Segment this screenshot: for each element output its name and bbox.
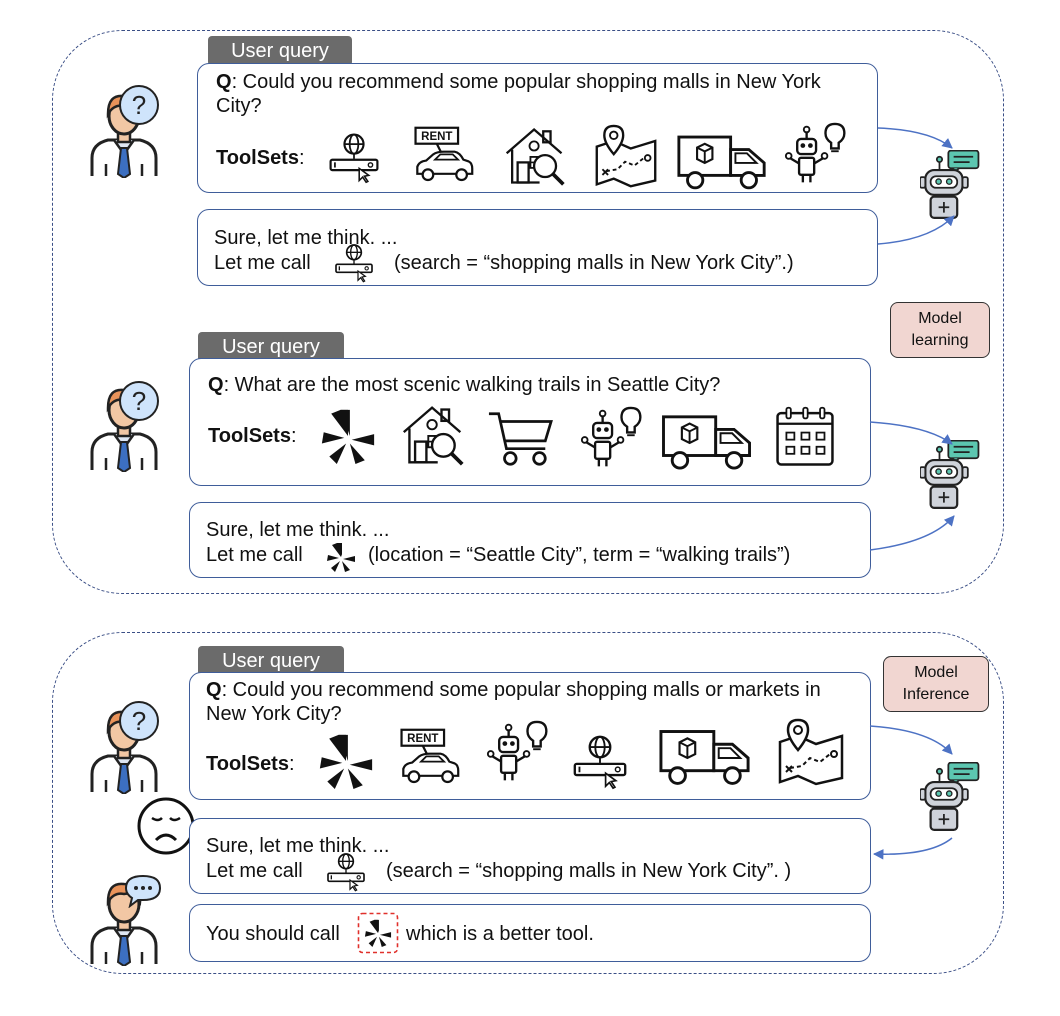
svg-text:?: ? [132, 90, 146, 120]
svg-text:?: ? [132, 386, 146, 416]
shopping-cart-icon [486, 404, 556, 472]
map-pin-icon [592, 124, 660, 190]
inference-panel [52, 632, 1004, 974]
web-search-icon [328, 132, 380, 184]
model-inference-badge: Model Inference [883, 656, 989, 712]
feedback-prefix: You should call [206, 923, 340, 945]
user-query-tag: User query [198, 646, 344, 676]
feedback-box [189, 904, 871, 962]
web-search-icon [334, 243, 374, 283]
query-label: Q [206, 679, 222, 701]
question-bubble-icon: ? [118, 84, 160, 126]
user-query-tag: User query [198, 332, 344, 362]
delivery-truck-icon [660, 412, 754, 470]
response-call: (search = “shopping malls in New York Ci… [386, 860, 792, 882]
model-learning-badge: Model learning [890, 302, 990, 358]
chat-bubble-icon [124, 874, 162, 908]
delivery-truck-icon [658, 726, 752, 786]
response-box [189, 502, 871, 578]
query-content: : What are the most scenic walking trail… [223, 374, 721, 396]
toolsets-colon: : [290, 425, 297, 447]
yelp-icon [318, 730, 374, 792]
query-label: Q [208, 374, 224, 396]
house-search-icon [400, 402, 466, 468]
toolsets-colon: : [298, 147, 305, 169]
response-prefix: Let me call [214, 252, 311, 274]
response-prefix: Let me call [206, 860, 303, 882]
web-search-icon [572, 734, 628, 790]
robot-idea-icon [580, 406, 646, 472]
query-content: : Could you recommend some popular shopp… [206, 679, 821, 725]
car-rental-icon [410, 126, 476, 188]
response-line1: Sure, let me think. ... [214, 227, 398, 249]
delivery-truck-icon [676, 132, 768, 190]
training-panel [52, 30, 1004, 594]
query-text: Q: Could you recommend some popular shop… [216, 70, 856, 118]
yelp-icon [320, 404, 376, 468]
car-rental-icon [396, 728, 462, 790]
svg-text:?: ? [132, 706, 146, 736]
user-query-tag: User query [208, 36, 352, 66]
response-box [197, 209, 878, 286]
yelp-icon [326, 540, 356, 574]
query-text: Q: Could you recommend some popular shop… [206, 678, 856, 726]
robot-idea-icon [784, 122, 850, 188]
house-search-icon [502, 124, 568, 188]
sad-face-icon [136, 796, 196, 856]
response-box [189, 818, 871, 894]
response-call: (search = “shopping malls in New York Ci… [394, 252, 794, 274]
flow-arrows-3 [869, 725, 953, 860]
toolsets-word: ToolSets [208, 425, 291, 447]
query-label: Q [216, 71, 232, 93]
toolsets-label: ToolSets: [216, 146, 305, 170]
flow-arrows-2 [869, 421, 955, 551]
map-pin-icon [776, 718, 846, 788]
response-call: (location = “Seattle City”, term = “walk… [368, 544, 791, 566]
toolsets-label: ToolSets: [208, 424, 297, 448]
toolsets-colon: : [288, 753, 295, 775]
response-prefix: Let me call [206, 544, 303, 566]
response-line1: Sure, let me think. ... [206, 835, 390, 857]
query-content: : Could you recommend some popular shopp… [216, 71, 821, 117]
calendar-icon [774, 404, 836, 470]
yelp-icon-highlighted [357, 912, 399, 954]
toolsets-label: ToolSets: [206, 752, 295, 776]
question-bubble-icon: ? [118, 700, 160, 742]
toolsets-word: ToolSets [206, 753, 289, 775]
response-line1: Sure, let me think. ... [206, 519, 390, 541]
flow-arrows-1 [877, 127, 955, 245]
feedback-suffix: which is a better tool. [406, 923, 594, 945]
query-text: Q: What are the most scenic walking trai… [208, 373, 720, 397]
web-search-icon [326, 852, 366, 892]
toolsets-word: ToolSets [216, 147, 299, 169]
robot-idea-icon [486, 720, 552, 786]
question-bubble-icon: ? [118, 380, 160, 422]
